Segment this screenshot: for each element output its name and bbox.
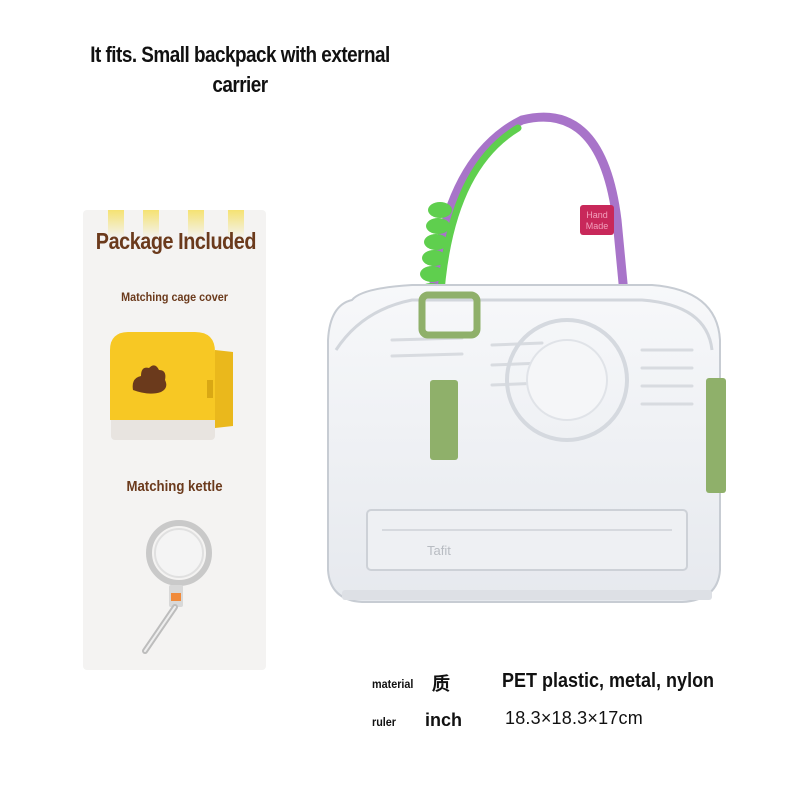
svg-text:Made: Made: [586, 221, 609, 231]
hand-made-tag: [580, 205, 614, 235]
spec-cn-ruler: inch: [425, 710, 463, 730]
spec-cn-material: 质: [432, 674, 450, 694]
package-title: Package Included: [95, 228, 257, 254]
cage-cover-label: Matching cage cover: [121, 290, 228, 304]
decorative-stripes: [83, 210, 266, 240]
svg-text:Tafit: Tafit: [427, 543, 451, 558]
spec-value-ruler: 18.3×18.3×17cm: [505, 708, 643, 728]
spec-key-material: material: [372, 677, 414, 691]
carrier-image: Hand Made Tafit: [327, 112, 726, 603]
cage-cover-image: [110, 332, 233, 440]
headline: It fits. Small backpack with external ca…: [90, 42, 390, 97]
package-included-panel: Package Included Matching cage cover Mat…: [83, 210, 266, 670]
svg-text:Hand: Hand: [586, 210, 608, 220]
kettle-image: [142, 520, 212, 654]
kettle-label: Matching kettle: [126, 478, 223, 495]
spec-key-ruler: ruler: [372, 715, 397, 729]
spec-value-material: PET plastic, metal, nylon: [502, 670, 715, 692]
